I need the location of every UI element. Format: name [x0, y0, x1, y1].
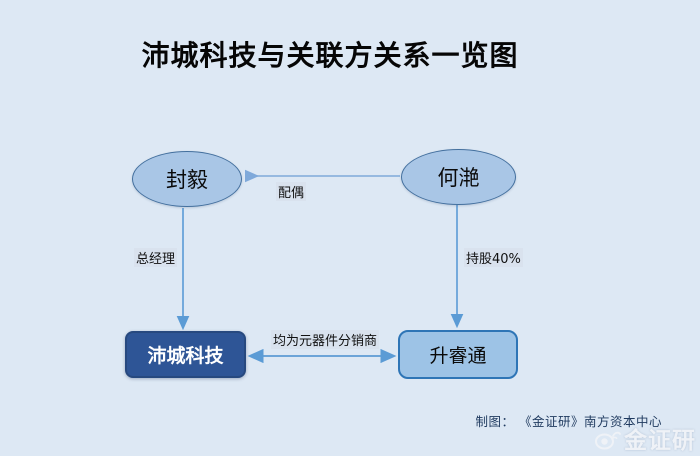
node-feng-yi-label: 封毅 — [166, 168, 208, 192]
node-peicheng: 沛城科技 — [125, 331, 246, 378]
diagram-title: 沛城科技与关联方关系一览图 — [141, 39, 519, 72]
spouse-edge-label: 配偶 — [276, 182, 307, 201]
weibo-icon — [595, 431, 621, 450]
watermark-text: 金证研 — [624, 428, 696, 454]
watermark: 金证研 — [595, 421, 696, 455]
node-shengruitong-label: 升睿通 — [429, 345, 487, 367]
node-he-yan-label: 何滟 — [437, 166, 480, 190]
shareholding-edge-label: 持股40% — [464, 248, 523, 267]
node-he-yan: 何滟 — [401, 149, 516, 205]
node-peicheng-label: 沛城科技 — [147, 345, 224, 367]
credit-text: 制图： 《金证研》南方资本中心 — [475, 414, 662, 429]
node-feng-yi: 封毅 — [132, 151, 242, 207]
node-shengruitong: 升睿通 — [398, 330, 518, 379]
distributor-edge-label: 均为元器件分销商 — [271, 330, 380, 349]
general-manager-edge-label: 总经理 — [134, 248, 178, 267]
